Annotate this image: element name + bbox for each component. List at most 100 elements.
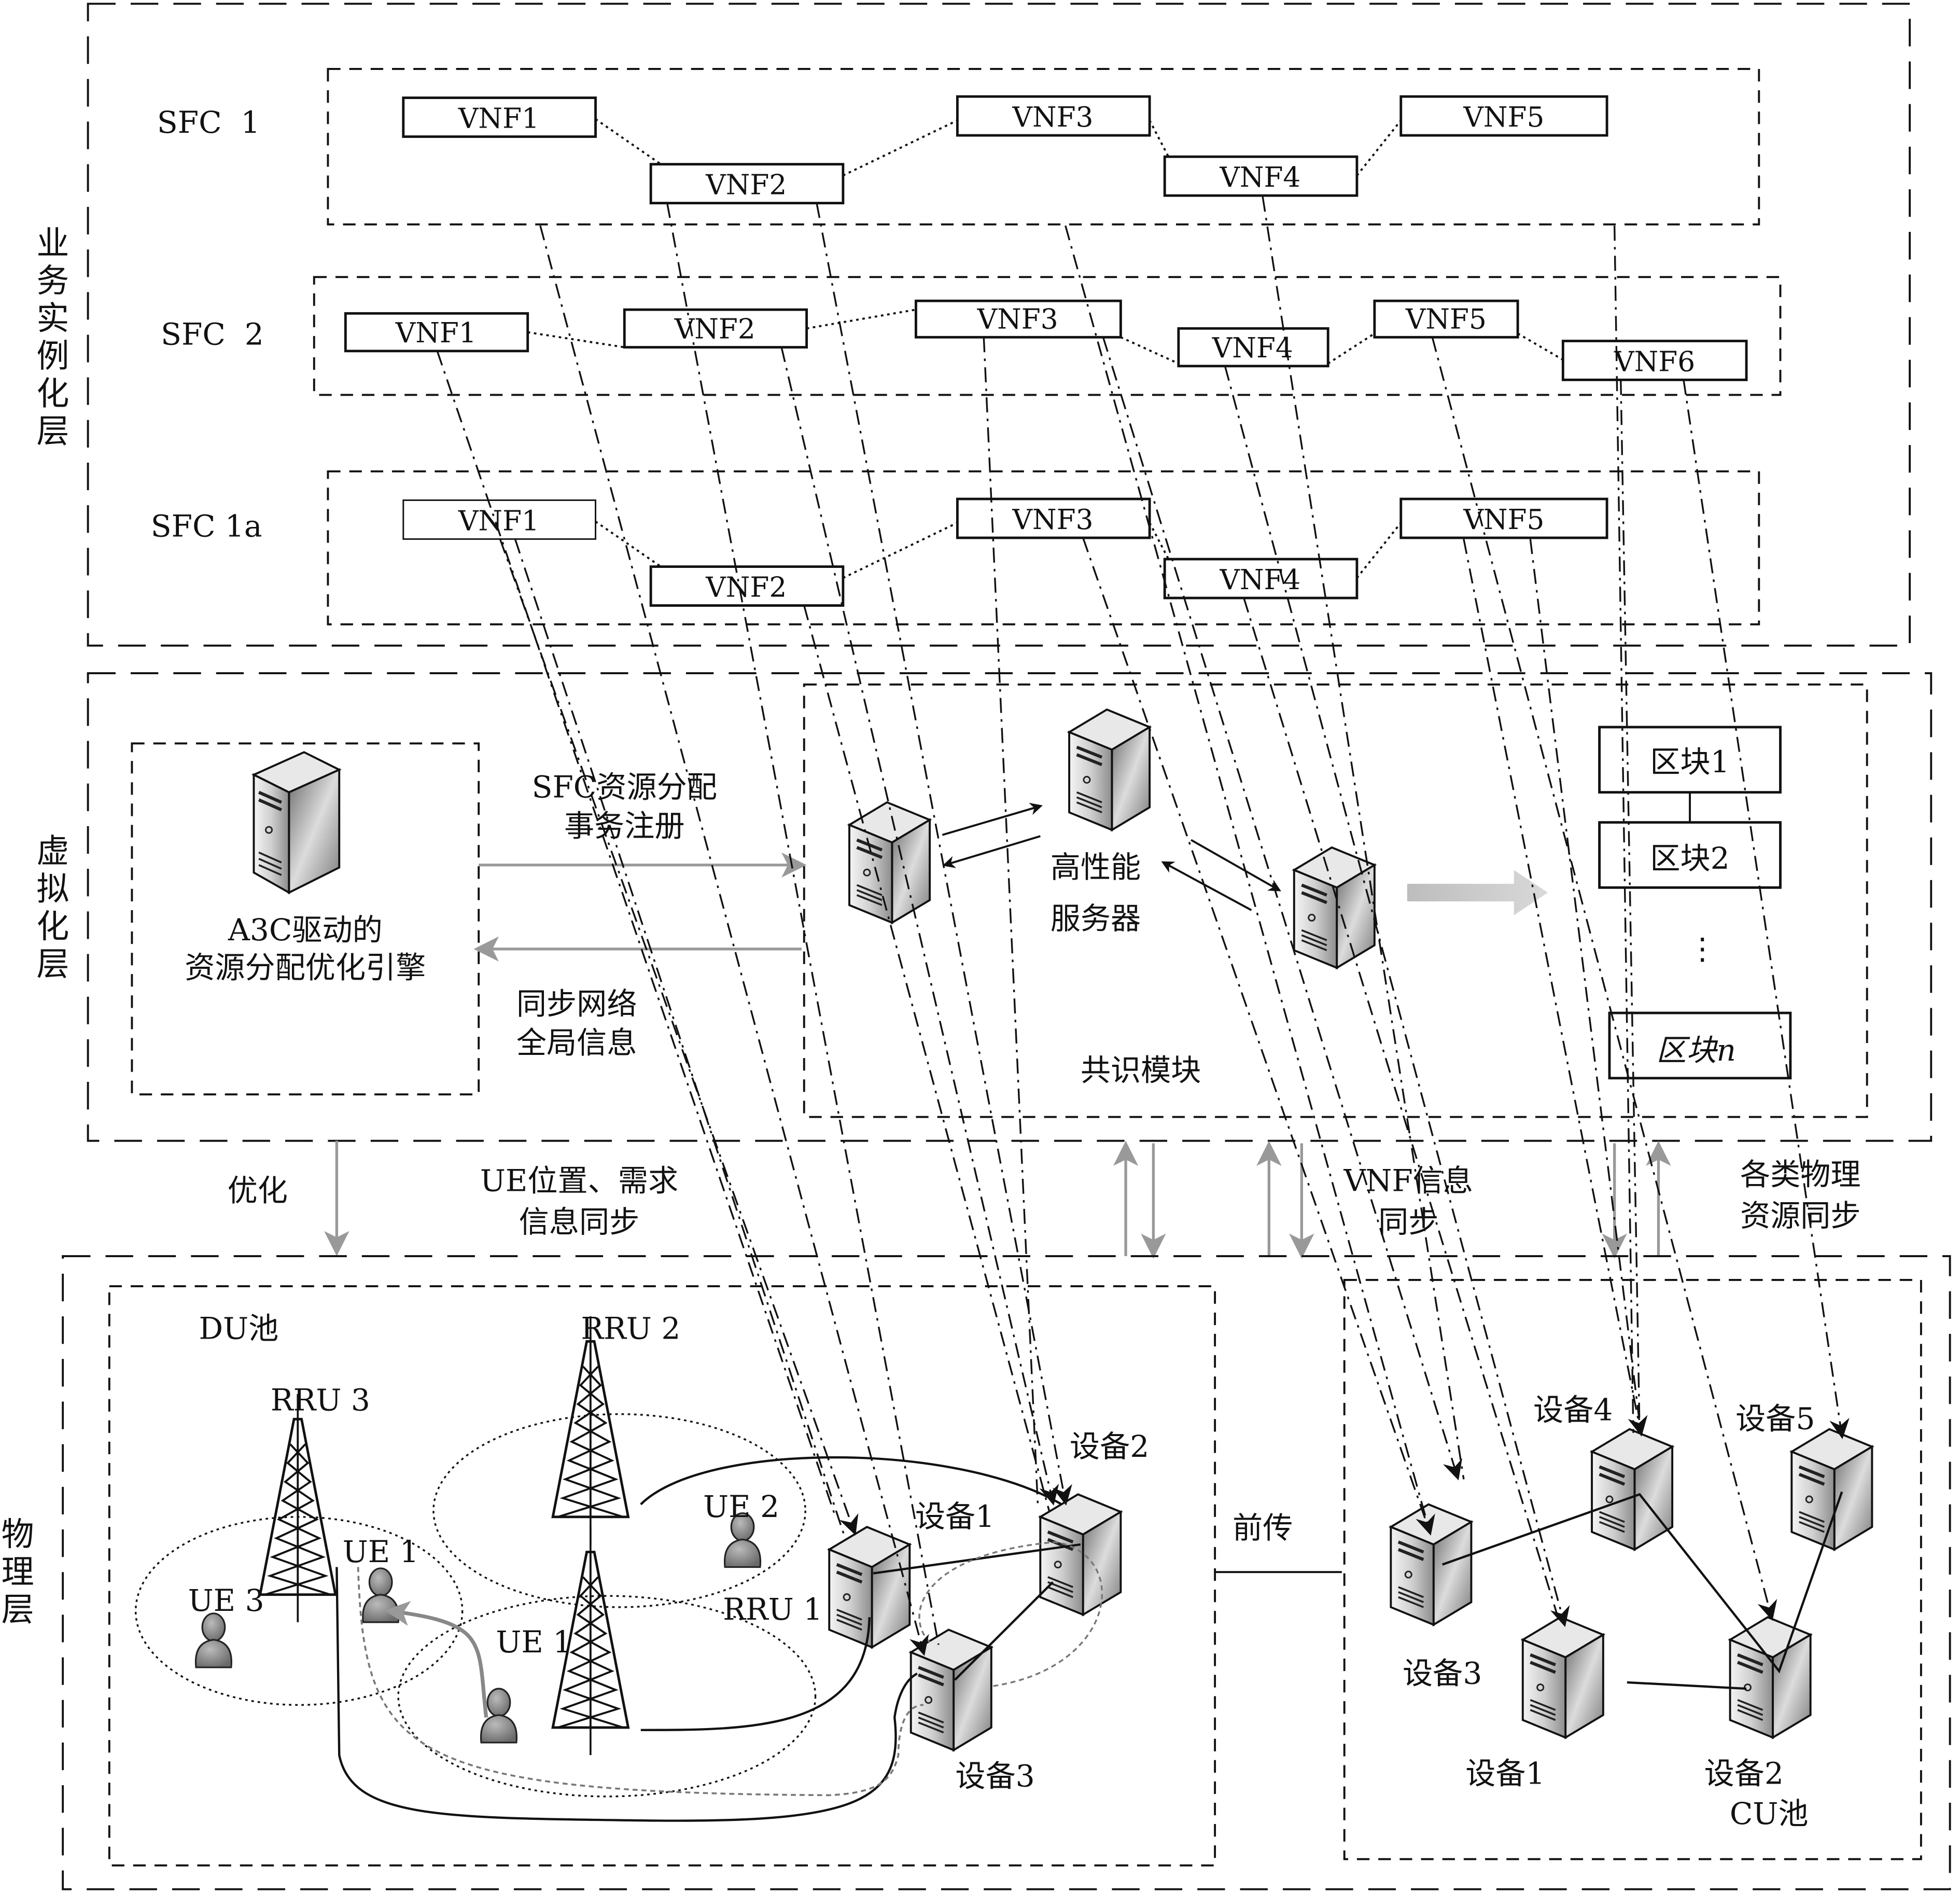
block-ellipsis: ⋮: [1687, 931, 1717, 966]
sfc-2-vnf3-label: VNF3: [977, 303, 1058, 335]
sfc-1-vnf3-label: VNF3: [1012, 101, 1094, 133]
rru3-to-device3-link: [335, 1567, 918, 1822]
ue2-label: UE 2: [703, 1489, 779, 1524]
physical-layer-border: [62, 1255, 1951, 1890]
fronthaul-label: 前传: [1233, 1510, 1293, 1546]
sfc-2: SFC 2 VNF1 VNF2 VNF3 VNF4 VNF5 VNF6: [161, 276, 1782, 396]
du-pool-border: [108, 1285, 1216, 1867]
rru3-coverage: [134, 1516, 464, 1706]
sfc-2-vnf6[interactable]: [1561, 340, 1748, 381]
vnf-mapping-line: [1243, 597, 1559, 1618]
sfc-2-vnf2[interactable]: [623, 308, 808, 349]
sfc-1a-vnf3-label: VNF3: [1012, 504, 1094, 536]
ue-movement-path: [384, 1600, 488, 1718]
ue3-person-icon: [194, 1612, 232, 1668]
block-n[interactable]: [1608, 1011, 1792, 1080]
vnf-mapping-line: [436, 351, 836, 1518]
sfc-1a-vnf4-label: VNF4: [1219, 564, 1300, 596]
virtual-layer-border: [87, 672, 1933, 1142]
physical-layer: 物理层 DU池 RRU 3 RRU 2 RRU 1 UE 3 UE 1 UE 1…: [0, 1255, 1951, 1890]
sfc-1-vnf2[interactable]: [649, 163, 845, 205]
vnf-mapping-line: [816, 203, 1072, 1506]
service-layer-label: 业务实例化层: [31, 226, 69, 451]
sfc-1a-label: SFC 1a: [151, 509, 262, 544]
du-device3-label: 设备3: [955, 1759, 1034, 1794]
consensus-exchange-arrow: [942, 803, 1043, 836]
sfc-1-vnf4[interactable]: [1163, 155, 1359, 197]
sfc-1-vnf1-label: VNF1: [458, 103, 539, 135]
sfc-1a-chain-link: [595, 520, 1402, 579]
sync-label-line2: 全局信息: [516, 1025, 637, 1061]
cu-device5-server-icon: [1791, 1429, 1872, 1550]
block-n-label: 区块n: [1656, 1033, 1736, 1068]
vnf-mapping-line: [1224, 366, 1570, 1627]
consensus-server-center-icon: [1069, 709, 1150, 830]
sfc-2-vnf3[interactable]: [914, 299, 1122, 339]
hp-server-label-line1: 高性能: [1051, 850, 1141, 885]
engine-label-line2: 资源分配优化引擎: [185, 950, 426, 985]
sfc-1-vnf5-label: VNF5: [1463, 101, 1544, 133]
rru3-label: RRU 3: [271, 1382, 370, 1417]
sfc-1a-border: [327, 470, 1760, 625]
physical-layer-label: 物理层: [0, 1517, 34, 1630]
sfc-1-chain-link: [595, 118, 1402, 177]
sfc-2-vnf4[interactable]: [1177, 327, 1329, 368]
rru3-backup-path: [357, 1567, 924, 1797]
vnf-mapping-line: [1613, 226, 1634, 1433]
sfc-1a: SFC 1a VNF1 VNF2 VNF3 VNF4 VNF5: [151, 470, 1760, 625]
vnf-sync-label-line2: 同步: [1378, 1204, 1438, 1240]
sfc-2-border: [313, 276, 1782, 396]
sfc-1a-vnf2[interactable]: [649, 565, 845, 607]
vnf-mapping-line: [1431, 337, 1777, 1621]
du-device2-server-icon: [1040, 1494, 1121, 1614]
vnf-mapping-line: [1082, 537, 1431, 1533]
cu-pool: CU池 设备3 设备4 设备5 设备1 设备2: [1343, 1279, 1922, 1860]
sfc-1-vnf5[interactable]: [1399, 95, 1608, 137]
cu-pool-label: CU池: [1730, 1796, 1809, 1831]
cu-device2-server-icon: [1730, 1617, 1811, 1737]
virtualization-layer: 虚拟化层 A3C驱动的 资源分配优化引擎 SFC资源分配 事务注册 同步网络 全…: [31, 672, 1933, 1142]
vnf-mapping-line: [803, 605, 1050, 1511]
sfc-1: SFC 1 VNF1 VNF2 VNF3 VNF4 VNF5: [157, 68, 1760, 226]
vnf-mapping-line: [1620, 380, 1641, 1433]
sfc-2-vnf2-label: VNF2: [674, 313, 755, 345]
rru1-label: RRU 1: [723, 1592, 822, 1627]
sfc-2-vnf1-label: VNF1: [395, 317, 477, 349]
block-1-label: 区块1: [1650, 744, 1729, 780]
sfc-1-vnf2-label: VNF2: [705, 169, 787, 201]
rru2-coverage: [432, 1413, 806, 1608]
vnf-mapping-line: [514, 538, 845, 1536]
sfc-1-vnf1[interactable]: [402, 96, 597, 138]
sfc-2-vnf5-label: VNF5: [1405, 303, 1487, 335]
sfc-1-label: SFC 1: [157, 105, 260, 140]
sfc-1a-vnf2-label: VNF2: [705, 572, 787, 604]
sfc-2-chain-link: [527, 309, 1564, 365]
sfc-1a-vnf3[interactable]: [956, 497, 1151, 539]
engine-label-line1: A3C驱动的: [228, 912, 383, 948]
sfc-1-vnf3[interactable]: [956, 95, 1151, 137]
cu-device5-label: 设备5: [1735, 1401, 1815, 1437]
consensus-server-right-icon: [1294, 847, 1375, 968]
register-label-line1: SFC资源分配: [532, 769, 717, 804]
ue1-person-icon: [362, 1567, 400, 1623]
du-pool: DU池 RRU 3 RRU 2 RRU 1 UE 3 UE 1 UE 1 UE …: [108, 1285, 1216, 1867]
sync-label-line1: 同步网络: [516, 986, 637, 1022]
rru1-to-device1-link: [640, 1617, 871, 1731]
cu-device1-label: 设备1: [1465, 1756, 1545, 1791]
cu-device4-label: 设备4: [1533, 1393, 1613, 1428]
sfc-2-vnf5[interactable]: [1373, 299, 1519, 339]
cu-pool-border: [1343, 1279, 1922, 1860]
block-2-label: 区块2: [1650, 841, 1729, 876]
engine-server-icon: [254, 752, 339, 893]
sfc-2-vnf6-label: VNF6: [1614, 346, 1695, 378]
cu-device3-label: 设备3: [1403, 1655, 1482, 1691]
cu-device3-server-icon: [1391, 1505, 1471, 1625]
to-blockchain-arrow: [1407, 870, 1548, 915]
optimization-engine-box: [131, 742, 480, 1096]
block-1[interactable]: [1598, 726, 1782, 794]
sfc-2-label: SFC 2: [161, 317, 264, 352]
sfc-1a-vnf4[interactable]: [1163, 558, 1359, 600]
sfc-1a-vnf5-label: VNF5: [1463, 504, 1544, 536]
hp-server-label-line2: 服务器: [1051, 901, 1141, 936]
sfc-1a-vnf5[interactable]: [1399, 497, 1608, 539]
